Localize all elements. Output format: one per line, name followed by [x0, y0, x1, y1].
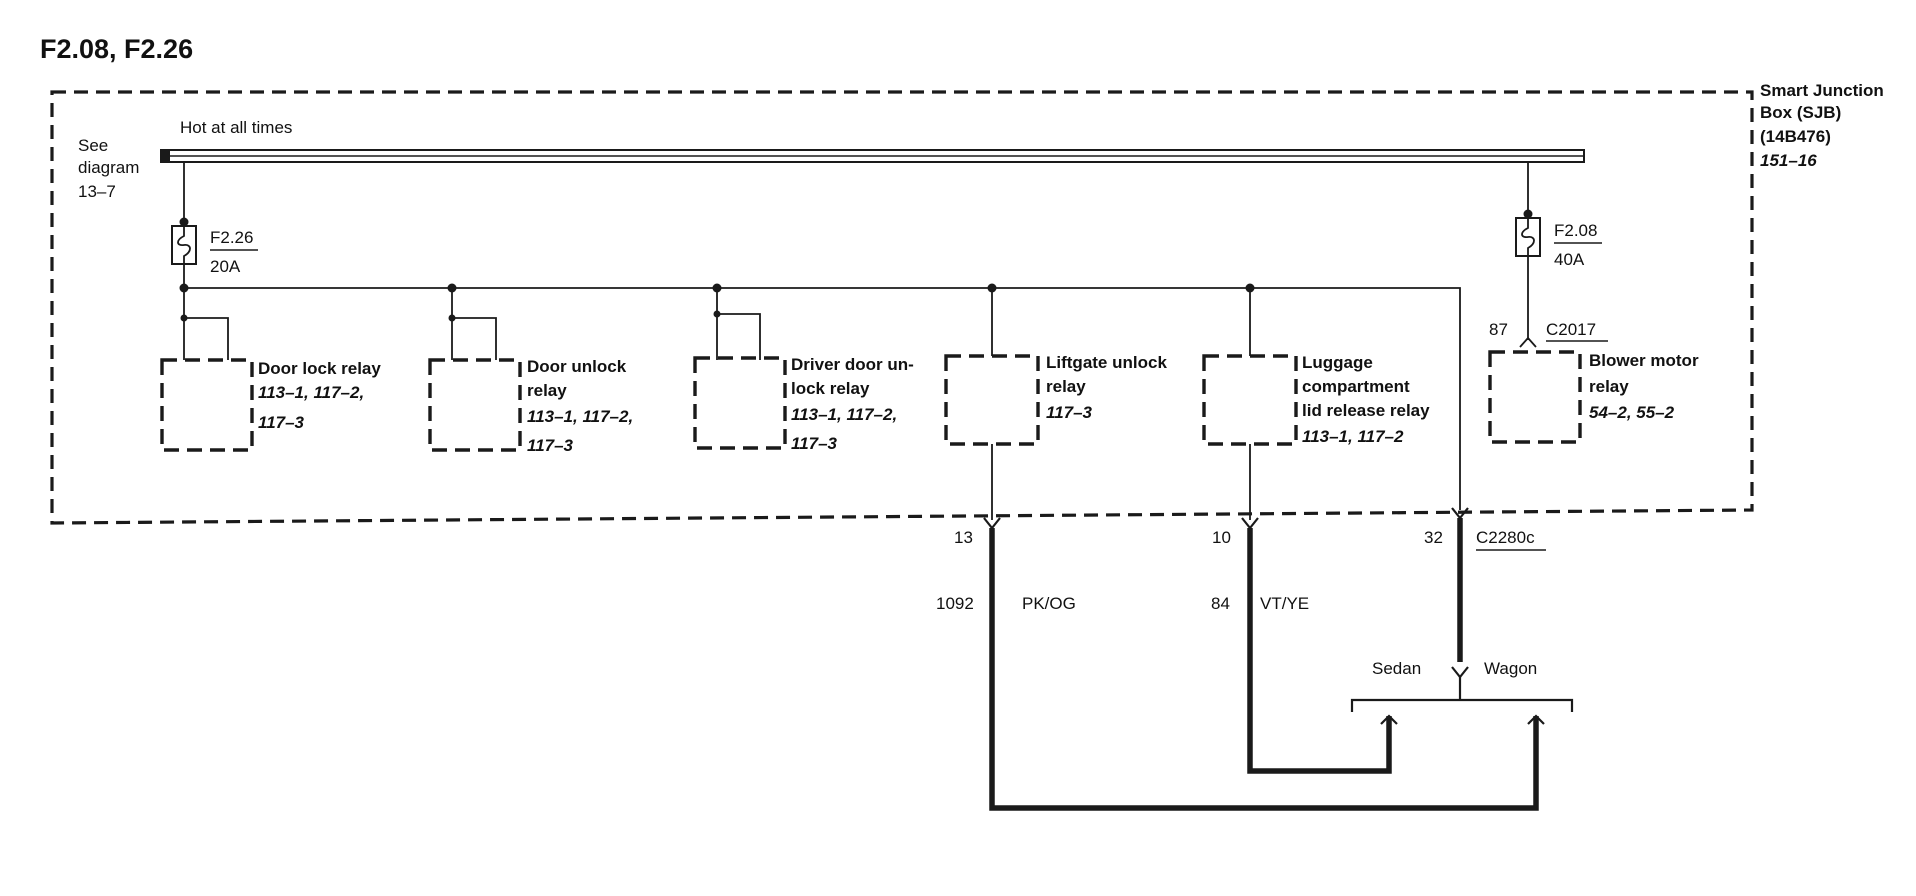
c2280c-connector-symbols: [983, 507, 1469, 530]
liftgate-unlock-relay: [944, 354, 1040, 446]
fuse-f208-label: F2.08 40A: [1554, 221, 1602, 269]
svg-text:C2280c: C2280c: [1476, 528, 1535, 547]
blower-motor-relay: [1488, 350, 1582, 444]
luggage-compartment-relay-label: Luggage compartment lid release relay 11…: [1302, 353, 1430, 446]
svg-text:40A: 40A: [1554, 250, 1585, 269]
circuit-1092-wire: [989, 528, 1539, 811]
option-wagon-label: Wagon: [1484, 659, 1537, 678]
driver-door-unlock-relay: [693, 356, 787, 450]
c2017-connector-symbol: [1519, 336, 1537, 348]
option-split-symbol: [1451, 666, 1469, 679]
svg-text:lock relay: lock relay: [791, 379, 870, 398]
fuse-f208-symbol: [1515, 217, 1541, 257]
door-lock-relay: [160, 358, 254, 452]
option-sedan-label: Sedan: [1372, 659, 1421, 678]
svg-text:117–3: 117–3: [258, 413, 305, 432]
door-lock-relay-label: Door lock relay 113–1, 117–2, 117–3: [258, 359, 381, 432]
svg-text:relay: relay: [1589, 377, 1629, 396]
circuit-1092-number: 1092: [936, 594, 974, 613]
see-diagram-note: See diagram 13–7: [78, 136, 139, 201]
sjb-boundary: [50, 90, 1754, 525]
svg-text:Door lock relay: Door lock relay: [258, 359, 381, 378]
svg-text:compartment: compartment: [1302, 377, 1410, 396]
circuit-84-wire: [1247, 528, 1392, 774]
svg-text:117–3: 117–3: [1046, 403, 1093, 422]
svg-text:113–1, 117–2: 113–1, 117–2: [1302, 427, 1404, 446]
door-unlock-relay-label: Door unlock relay 113–1, 117–2, 117–3: [527, 357, 633, 455]
page-title: F2.08, F2.26: [40, 34, 193, 64]
svg-text:diagram: diagram: [78, 158, 139, 177]
svg-text:F2.26: F2.26: [210, 228, 253, 247]
svg-text:Blower motor: Blower motor: [1589, 351, 1699, 370]
c2017-pin: 87: [1489, 320, 1508, 339]
svg-text:Luggage: Luggage: [1302, 353, 1373, 372]
c2280c-pin-32: 32: [1424, 528, 1443, 547]
svg-text:F2.08: F2.08: [1554, 221, 1597, 240]
svg-text:151–16: 151–16: [1760, 151, 1817, 170]
svg-text:54–2, 55–2: 54–2, 55–2: [1589, 403, 1675, 422]
bus-bar: [160, 149, 1585, 163]
svg-text:20A: 20A: [210, 257, 241, 276]
svg-text:(14B476): (14B476): [1760, 127, 1831, 146]
bus-label: Hot at all times: [180, 118, 292, 137]
svg-text:13–7: 13–7: [78, 182, 116, 201]
c2280c-pin-13: 13: [954, 528, 973, 547]
blower-motor-relay-label: Blower motor relay 54–2, 55–2: [1589, 351, 1699, 422]
svg-text:Liftgate unlock: Liftgate unlock: [1046, 353, 1167, 372]
c2280c-pin-10: 10: [1212, 528, 1231, 547]
fuse-f226-symbol: [171, 225, 197, 265]
svg-text:See: See: [78, 136, 108, 155]
c2280c-label: C2280c: [1476, 528, 1546, 551]
driver-door-unlock-relay-label: Driver door un- lock relay 113–1, 117–2,…: [791, 355, 914, 453]
circuit-84-number: 84: [1211, 594, 1230, 613]
svg-text:113–1, 117–2,: 113–1, 117–2,: [527, 407, 633, 426]
circuit-84-color: VT/YE: [1260, 594, 1309, 613]
sjb-label: Smart Junction Box (SJB) (14B476) 151–16: [1760, 81, 1884, 170]
svg-text:relay: relay: [527, 381, 567, 400]
svg-text:Door unlock: Door unlock: [527, 357, 627, 376]
option-bracket: [1350, 698, 1574, 712]
option-terminals: [1380, 714, 1545, 725]
svg-text:Driver door un-: Driver door un-: [791, 355, 914, 374]
svg-text:Smart Junction: Smart Junction: [1760, 81, 1884, 100]
svg-text:117–3: 117–3: [527, 436, 574, 455]
svg-text:117–3: 117–3: [791, 434, 838, 453]
svg-text:113–1, 117–2,: 113–1, 117–2,: [791, 405, 897, 424]
luggage-compartment-relay: [1202, 354, 1298, 446]
svg-text:113–1, 117–2,: 113–1, 117–2,: [258, 383, 364, 402]
svg-text:relay: relay: [1046, 377, 1086, 396]
c2017-label: C2017: [1546, 320, 1608, 342]
svg-text:C2017: C2017: [1546, 320, 1596, 339]
fuse-f226-label: F2.26 20A: [210, 228, 258, 276]
door-unlock-relay: [428, 358, 522, 452]
circuit-1092-color: PK/OG: [1022, 594, 1076, 613]
liftgate-unlock-relay-label: Liftgate unlock relay 117–3: [1046, 353, 1167, 422]
svg-text:Box (SJB): Box (SJB): [1760, 103, 1841, 122]
svg-text:lid release relay: lid release relay: [1302, 401, 1430, 420]
